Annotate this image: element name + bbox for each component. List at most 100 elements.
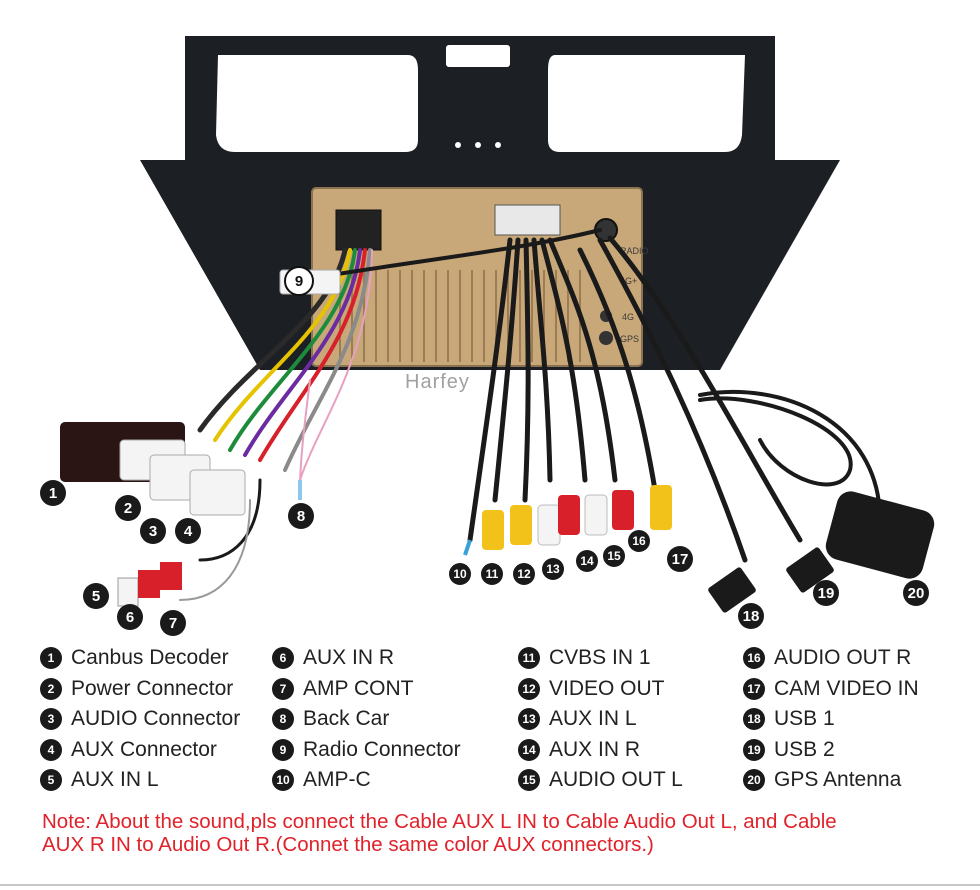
legend-number: 14 (518, 738, 540, 761)
legend-label: AUDIO Connector (71, 707, 241, 731)
legend-label: AMP-C (303, 768, 371, 792)
usb-1-plug (708, 567, 756, 613)
frame-dot (475, 142, 481, 148)
legend-column-3: 11 CVBS IN 1 12 VIDEO OUT 13 AUX IN L 14 AUX… (518, 643, 683, 796)
callout-17: 17 (667, 546, 693, 572)
legend-label: CVBS IN 1 (549, 646, 651, 670)
callout-4: 4 (175, 518, 201, 544)
callout-19: 19 (813, 580, 839, 606)
callout-13: 13 (542, 558, 564, 580)
sound-note: Note: About the sound,pls connect the Ca… (42, 810, 942, 856)
rca-plugs (117, 485, 672, 607)
legend-number: 3 (40, 708, 62, 731)
frame-slot (446, 45, 510, 67)
frame-window-left (216, 55, 418, 152)
legend-label: CAM VIDEO IN (774, 676, 919, 700)
legend-number: 9 (272, 738, 294, 761)
legend-number: 17 (743, 677, 765, 700)
legend-number: 7 (272, 677, 294, 700)
legend-item: 5 AUX IN L (40, 765, 240, 796)
legend-number: 10 (272, 769, 294, 792)
legend-item: 12 VIDEO OUT (518, 674, 683, 705)
legend-item: 4 AUX Connector (40, 735, 240, 766)
legend-label: GPS Antenna (774, 768, 902, 792)
legend-item: 15 AUDIO OUT L (518, 765, 683, 796)
note-line-2: AUX R IN to Audio Out R.(Connet the same… (42, 833, 654, 856)
callout-3: 3 (140, 518, 166, 544)
legend-number: 11 (518, 647, 540, 670)
callout-5: 5 (83, 583, 109, 609)
panel-label-gps: GPS (620, 334, 639, 344)
panel-label-4g: 4G (622, 312, 634, 322)
callout-14: 14 (576, 550, 598, 572)
wire-harness (179, 228, 882, 601)
legend-number: 15 (518, 769, 540, 792)
legend-item: 20 GPS Antenna (743, 765, 919, 796)
note-line-1: Note: About the sound,pls connect the Ca… (42, 810, 837, 833)
aux-connector-block (189, 469, 246, 516)
callout-7: 7 (160, 610, 186, 636)
panel-label-4g-plus: 4G+ (620, 276, 637, 286)
legend-label: VIDEO OUT (549, 676, 665, 700)
legend-label: AUDIO OUT L (549, 768, 683, 792)
callout-6: 6 (117, 604, 143, 630)
legend-label: AUX IN L (71, 768, 159, 792)
callout-16: 16 (628, 530, 650, 552)
legend-item: 3 AUDIO Connector (40, 704, 240, 735)
callout-1: 1 (40, 480, 66, 506)
legend-number: 18 (743, 708, 765, 731)
legend-label: AUDIO OUT R (774, 646, 912, 670)
usb-2-plug (786, 547, 834, 593)
frame-dot (495, 142, 501, 148)
aux-socket (494, 204, 561, 236)
legend-number: 4 (40, 738, 62, 761)
legend-number: 5 (40, 769, 62, 792)
legend-number: 19 (743, 738, 765, 761)
legend-label: USB 1 (774, 707, 835, 731)
legend-number: 2 (40, 677, 62, 700)
frame-window-right (548, 55, 745, 152)
legend-number: 16 (743, 647, 765, 670)
callout-10: 10 (449, 563, 471, 585)
legend-item: 17 CAM VIDEO IN (743, 674, 919, 705)
brand-watermark: Harfey (405, 371, 470, 393)
callout-2: 2 (115, 495, 141, 521)
callout-15: 15 (603, 545, 625, 567)
legend-item: 13 AUX IN L (518, 704, 683, 735)
legend-label: AUX IN L (549, 707, 637, 731)
legend-item: 18 USB 1 (743, 704, 919, 735)
legend-item: 8 Back Car (272, 704, 461, 735)
legend-label: AMP CONT (303, 676, 414, 700)
wiring-diagram: RADIO 4G+ 4G GPS (40, 36, 935, 636)
stereo-illustration: RADIO 4G+ 4G GPS (60, 36, 935, 613)
main-socket (335, 209, 382, 251)
gps-jack (599, 331, 613, 345)
legend-item: 19 USB 2 (743, 735, 919, 766)
legend-column-4: 16 AUDIO OUT R 17 CAM VIDEO IN 18 USB 1 19 U… (743, 643, 919, 796)
legend-number: 12 (518, 677, 540, 700)
legend-number: 13 (518, 708, 540, 731)
callout-20: 20 (903, 580, 929, 606)
panel-label-radio: RADIO (620, 246, 649, 256)
bottom-divider (0, 884, 980, 886)
legend-number: 20 (743, 769, 765, 792)
callout-8: 8 (288, 503, 314, 529)
legend-label: Radio Connector (303, 737, 461, 761)
legend-number: 8 (272, 708, 294, 731)
legend-number: 6 (272, 647, 294, 670)
legend-item: 9 Radio Connector (272, 735, 461, 766)
amp-c-tip (463, 539, 472, 556)
legend-number: 1 (40, 647, 62, 670)
legend-label: USB 2 (774, 737, 835, 761)
callout-11: 11 (481, 563, 503, 585)
legend-label: Back Car (303, 707, 390, 731)
legend-label: AUX Connector (71, 737, 217, 761)
gps-antenna-puck (825, 491, 935, 579)
legend-label: AUX IN R (549, 737, 641, 761)
